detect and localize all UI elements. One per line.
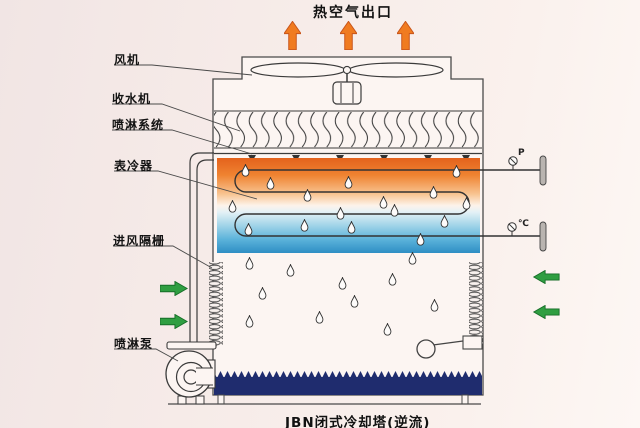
base-supports: [168, 394, 481, 405]
air-inlet-grille-left: [209, 262, 223, 346]
hot-air-arrow-icon: [340, 21, 357, 50]
pressure-gauge-label: P: [518, 148, 525, 158]
diagram-caption: JBN闭式冷却塔(逆流): [285, 415, 431, 428]
surface-cooler-block: [217, 158, 480, 253]
spray-pump: [165, 341, 217, 405]
label-air-inlet-grille: 进风隔栅: [113, 234, 166, 248]
label-spray-system: 喷淋系统: [112, 118, 165, 132]
water-basin: [214, 371, 482, 395]
float-valve: [416, 335, 483, 359]
air-inlet-grille-right: [469, 262, 483, 346]
air-in-arrow-icon: [160, 314, 188, 329]
diagram-title: 热空气出口: [313, 5, 393, 21]
air-in-arrow-icon: [533, 270, 560, 284]
label-spray-pump: 喷淋泵: [114, 337, 154, 351]
air-in-arrow-icon: [533, 305, 560, 319]
leader-lines: [112, 64, 258, 362]
spray-header: [214, 152, 482, 162]
pressure-gauge-icon: [508, 156, 518, 170]
hot-air-arrow-icon: [284, 21, 301, 50]
fan-assembly: [250, 62, 444, 105]
temperature-gauge-icon: [507, 222, 517, 236]
pressure-valve: [539, 155, 547, 186]
label-fan: 风机: [114, 53, 141, 67]
pump-riser-pipe: [189, 152, 214, 343]
temperature-valve: [539, 221, 547, 252]
fan-hub: [342, 65, 352, 75]
label-water-collector: 收水机: [112, 92, 152, 106]
fan-motor: [332, 81, 362, 105]
temperature-gauge-label: ℃: [518, 219, 529, 229]
hot-air-arrows: [284, 21, 414, 50]
hot-air-arrow-icon: [397, 21, 414, 50]
air-in-arrow-icon: [160, 281, 188, 296]
water-collector-band: [214, 110, 482, 149]
label-surface-cooler: 表冷器: [114, 159, 154, 173]
